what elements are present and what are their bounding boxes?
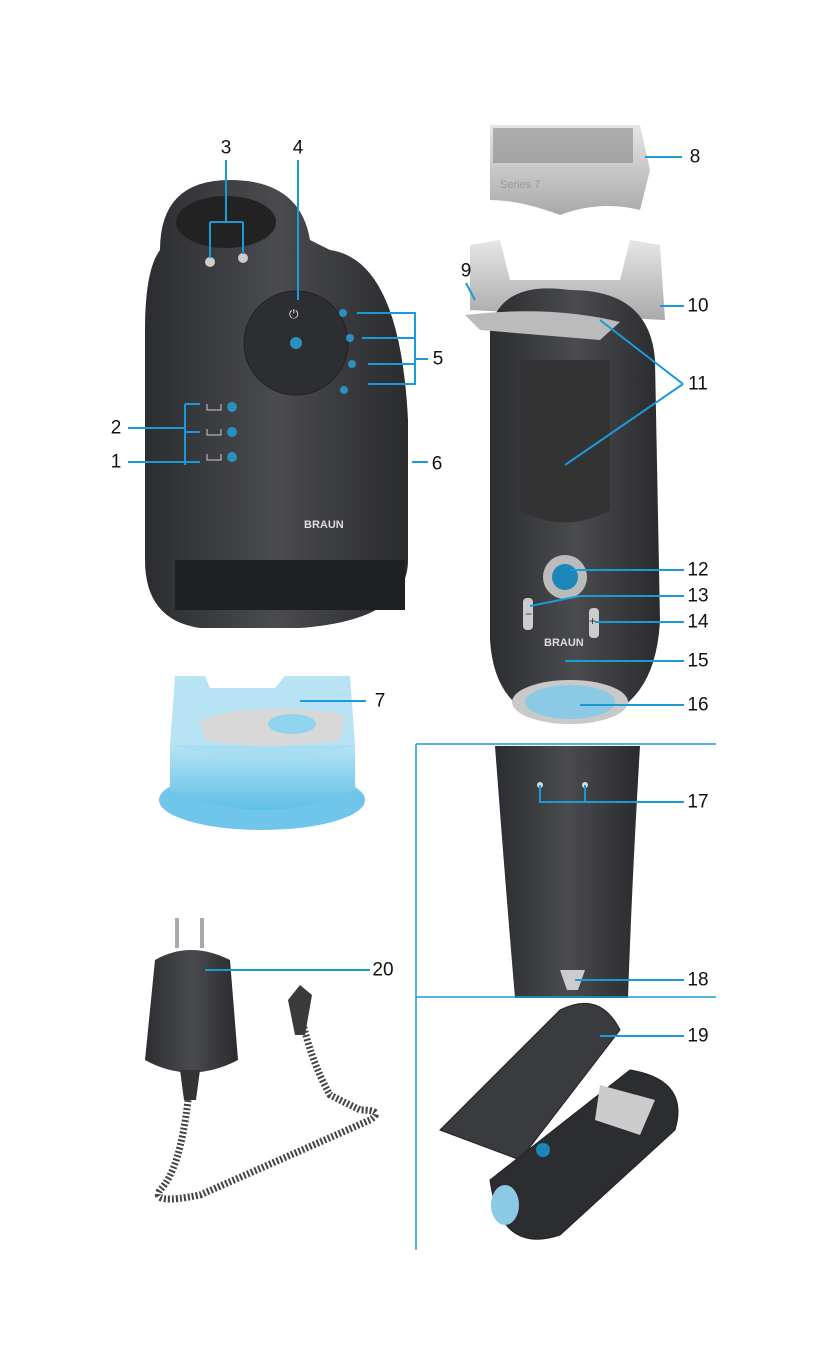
plus-icon: + bbox=[589, 614, 596, 628]
shaver-brand-logo: BRAUN bbox=[544, 637, 584, 649]
callout-12: 12 bbox=[687, 559, 709, 581]
callout-16: 16 bbox=[687, 694, 709, 716]
callout-8: 8 bbox=[689, 146, 701, 168]
callout-7: 7 bbox=[374, 690, 386, 712]
callout-11: 11 bbox=[688, 373, 708, 395]
callout-14: 14 bbox=[687, 611, 709, 633]
callout-5: 5 bbox=[432, 348, 444, 370]
leader-lines bbox=[128, 156, 684, 1037]
power-charger bbox=[145, 918, 380, 1203]
callout-20: 20 bbox=[372, 959, 394, 981]
callout-2: 2 bbox=[110, 417, 122, 439]
station-brand-logo: BRAUN bbox=[304, 519, 344, 531]
power-led-icon bbox=[290, 337, 302, 349]
callout-1: 1 bbox=[110, 451, 122, 473]
minus-icon: − bbox=[525, 607, 532, 621]
callout-10: 10 bbox=[687, 295, 709, 317]
status-leds bbox=[227, 309, 356, 462]
callout-15: 15 bbox=[687, 650, 709, 672]
foil-head-label: Series 7 bbox=[500, 179, 540, 191]
callout-4: 4 bbox=[292, 137, 304, 159]
callout-6: 6 bbox=[431, 453, 443, 475]
power-icon: ⏻ bbox=[289, 307, 299, 321]
cartridge-level-icons bbox=[206, 404, 222, 461]
cleaning-station: ⏻ BRAUN bbox=[145, 180, 408, 628]
callout-19: 19 bbox=[687, 1025, 709, 1047]
shaver: Series 7 − + BRAUN bbox=[465, 125, 665, 998]
travel-case bbox=[439, 1002, 679, 1240]
cleaning-cartridge bbox=[159, 676, 365, 830]
callout-18: 18 bbox=[687, 969, 709, 991]
section-dividers bbox=[415, 743, 716, 1250]
callout-13: 13 bbox=[687, 585, 709, 607]
callout-9: 9 bbox=[460, 260, 472, 282]
callout-3: 3 bbox=[220, 137, 232, 159]
callout-17: 17 bbox=[687, 791, 709, 813]
